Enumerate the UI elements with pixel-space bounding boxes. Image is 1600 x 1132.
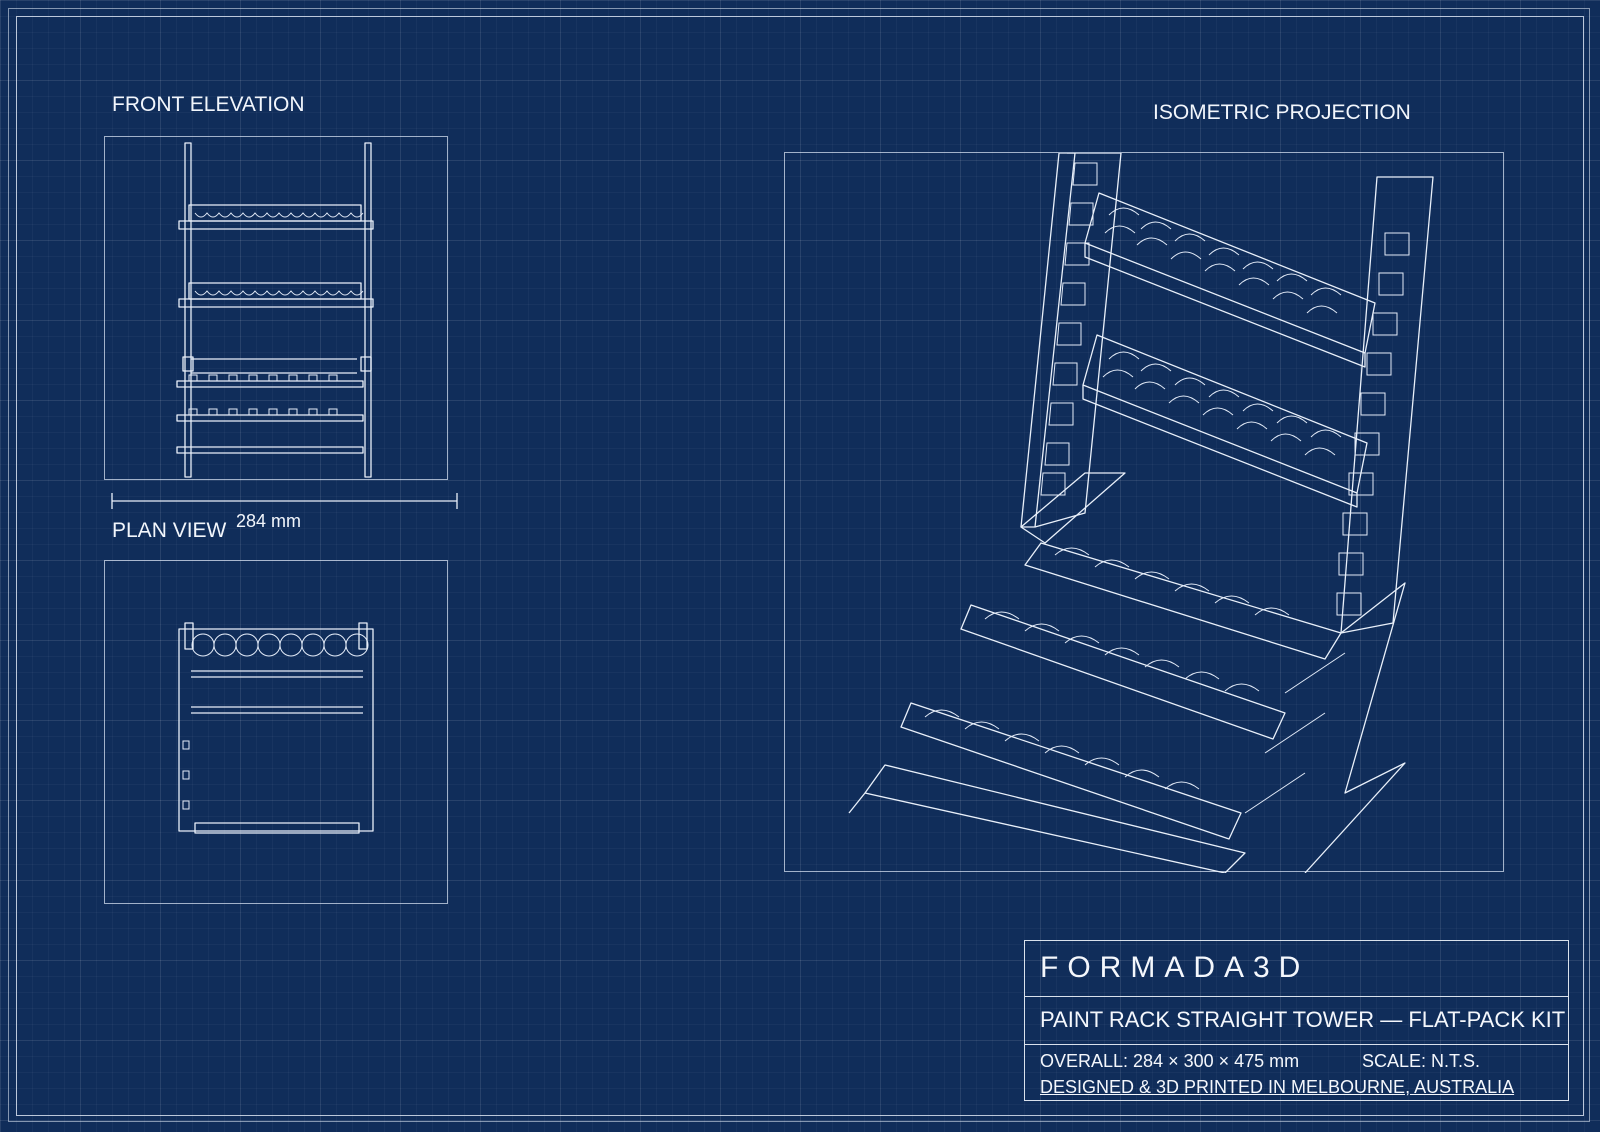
plan-view-title: PLAN VIEW bbox=[112, 519, 227, 542]
plan-outline bbox=[178, 628, 374, 832]
isometric-view bbox=[784, 152, 1504, 873]
sheet-outer-border bbox=[8, 8, 1590, 1122]
front-elevation-title: FRONT ELEVATION bbox=[112, 93, 305, 116]
title-block-product-row: PAINT RACK STRAIGHT TOWER — FLAT-PACK KI… bbox=[1025, 997, 1568, 1045]
plan-pot-holes bbox=[191, 633, 369, 657]
plan-view bbox=[104, 560, 448, 904]
sheet-inner-border bbox=[16, 16, 1584, 1116]
iso-left-panel bbox=[1020, 153, 1076, 528]
front-tabs bbox=[182, 356, 372, 372]
left-side-panel bbox=[184, 142, 192, 478]
brand-name: FORMADA3D bbox=[1040, 951, 1310, 984]
front-elevation-view bbox=[104, 136, 448, 480]
iso-upper-shelves bbox=[1082, 192, 1376, 508]
width-dimension-line bbox=[111, 493, 458, 509]
width-dimension-label: 284 mm bbox=[236, 511, 302, 531]
title-block: FORMADA3D PAINT RACK STRAIGHT TOWER — FL… bbox=[1024, 940, 1569, 1101]
origin-statement: DESIGNED & 3D PRINTED IN MELBOURNE, AUST… bbox=[1040, 1077, 1515, 1097]
iso-right-foot bbox=[1304, 582, 1406, 873]
isometric-title: ISOMETRIC PROJECTION bbox=[1153, 101, 1411, 124]
scale-label: SCALE: N.T.S. bbox=[1362, 1051, 1481, 1071]
product-name: PAINT RACK STRAIGHT TOWER — FLAT-PACK KI… bbox=[1040, 1007, 1566, 1032]
front-shelves bbox=[176, 204, 374, 454]
right-side-panel bbox=[364, 142, 372, 478]
title-block-brand-row: FORMADA3D bbox=[1025, 941, 1568, 997]
front-elevation-drawing bbox=[176, 142, 374, 478]
plan-view-drawing bbox=[178, 622, 374, 834]
overall-dimensions: OVERALL: 284 × 300 × 475 mm bbox=[1040, 1051, 1300, 1071]
isometric-drawing bbox=[848, 153, 1434, 873]
iso-lower-tiers bbox=[848, 472, 1342, 873]
iso-right-panel bbox=[1340, 176, 1434, 634]
